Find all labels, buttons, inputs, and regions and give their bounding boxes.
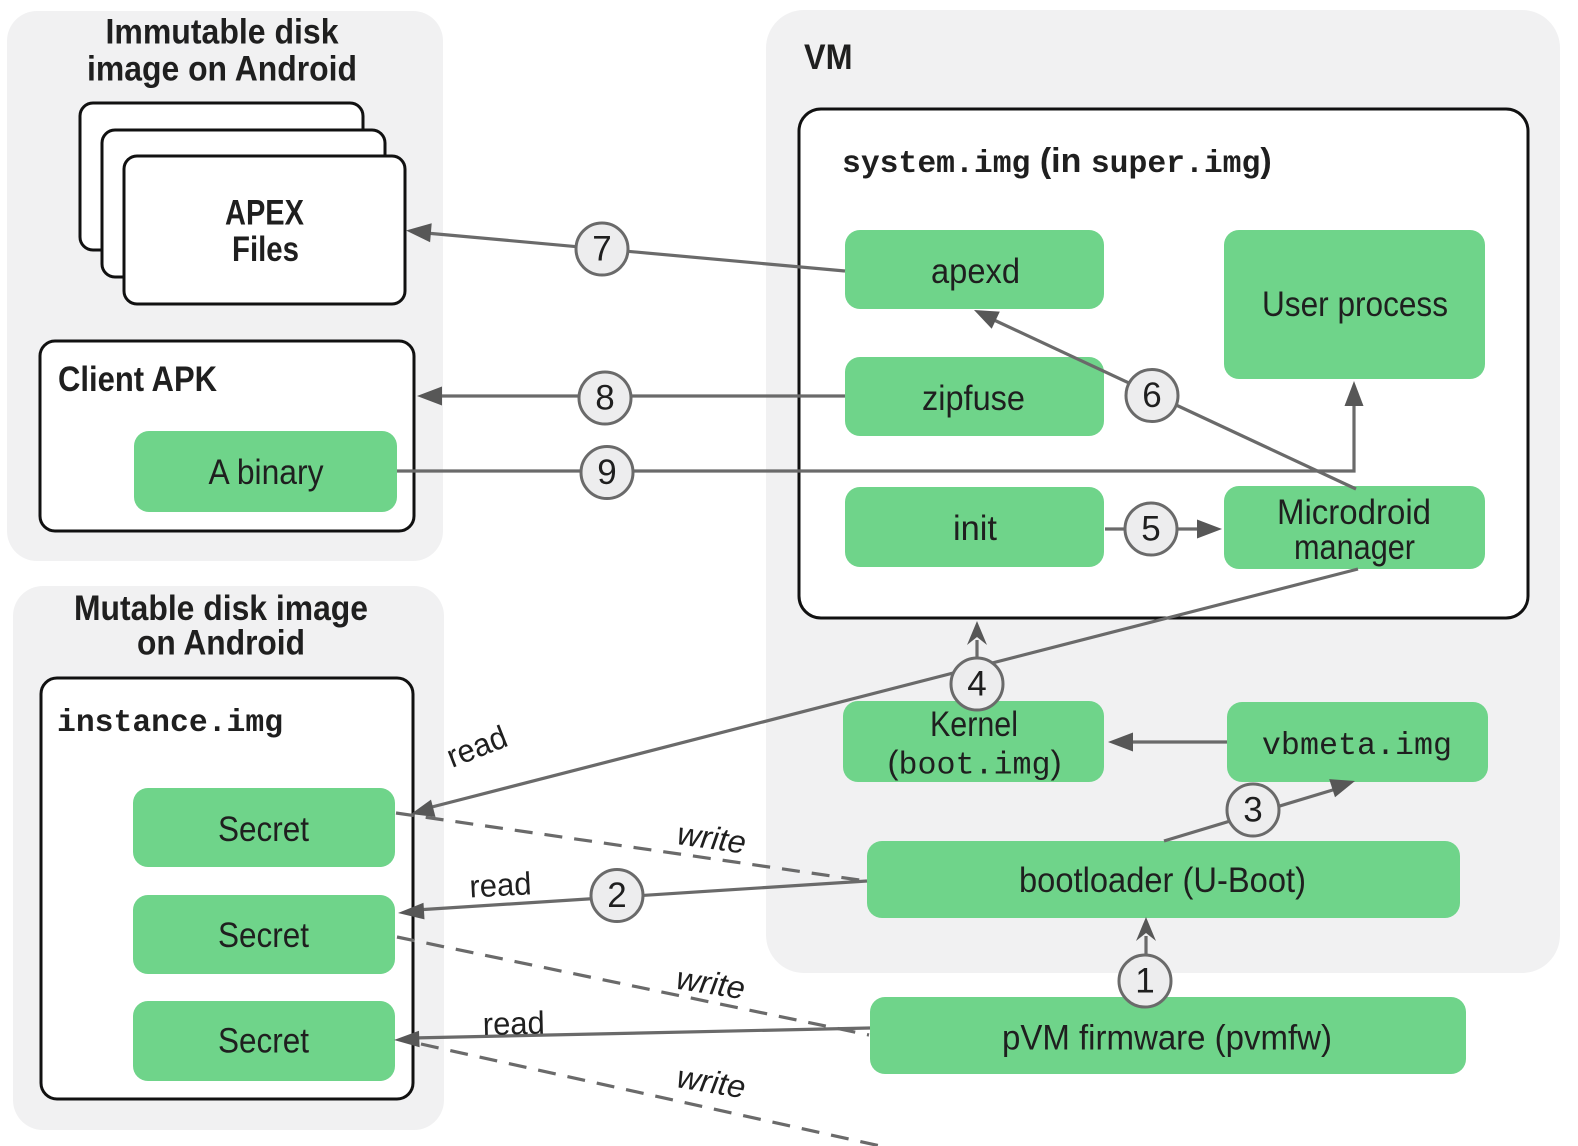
svg-text:Files: Files — [232, 230, 299, 269]
svg-text:5: 5 — [1141, 510, 1160, 549]
svg-text:VM: VM — [804, 38, 853, 77]
svg-text:Kernel: Kernel — [930, 705, 1018, 744]
svg-text:3: 3 — [1243, 791, 1262, 830]
svg-text:instance.img: instance.img — [57, 706, 283, 741]
svg-text:pVM firmware (pvmfw): pVM firmware (pvmfw) — [1002, 1019, 1332, 1058]
svg-text:image on Android: image on Android — [87, 50, 357, 89]
svg-text:6: 6 — [1142, 376, 1161, 415]
svg-text:4: 4 — [967, 665, 986, 704]
svg-text:read: read — [468, 865, 532, 904]
svg-text:Client APK: Client APK — [58, 360, 217, 399]
svg-text:User process: User process — [1262, 285, 1448, 324]
svg-text:7: 7 — [592, 230, 611, 269]
svg-text:apexd: apexd — [931, 252, 1020, 291]
svg-text:1: 1 — [1135, 962, 1154, 1001]
svg-text:9: 9 — [597, 453, 616, 492]
svg-text:manager: manager — [1294, 528, 1415, 567]
svg-text:Secret: Secret — [218, 1022, 309, 1061]
svg-text:(boot.img): (boot.img) — [887, 744, 1061, 784]
svg-text:bootloader (U-Boot): bootloader (U-Boot) — [1019, 861, 1306, 900]
svg-text:APEX: APEX — [225, 194, 305, 233]
svg-text:vbmeta.img: vbmeta.img — [1262, 728, 1452, 764]
svg-text:Microdroid: Microdroid — [1277, 493, 1431, 532]
svg-text:8: 8 — [595, 379, 614, 418]
svg-text:Secret: Secret — [218, 916, 309, 955]
svg-text:zipfuse: zipfuse — [922, 379, 1025, 418]
svg-text:2: 2 — [607, 876, 626, 915]
svg-text:Secret: Secret — [218, 810, 309, 849]
svg-text:Immutable disk: Immutable disk — [106, 13, 339, 52]
svg-text:system.img (in super.img): system.img (in super.img) — [842, 142, 1272, 182]
svg-text:A binary: A binary — [209, 453, 324, 492]
svg-text:read: read — [482, 1004, 545, 1042]
svg-text:on Android: on Android — [137, 624, 305, 663]
svg-text:init: init — [953, 509, 997, 548]
svg-text:Mutable disk image: Mutable disk image — [74, 589, 368, 628]
